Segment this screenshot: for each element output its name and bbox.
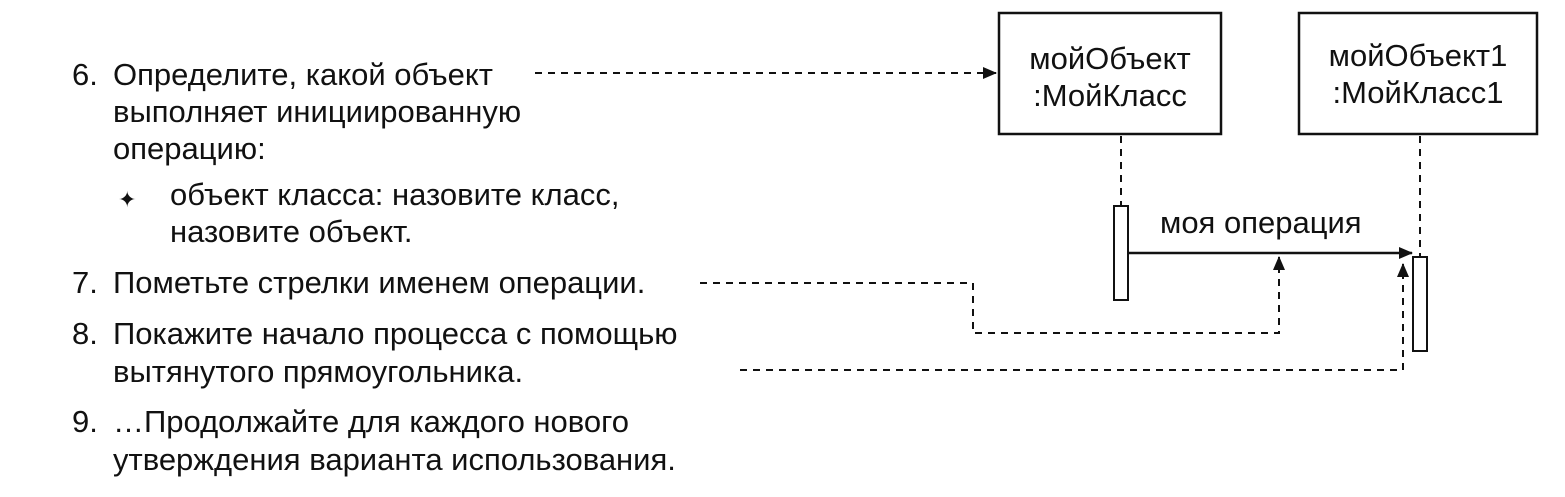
- step-8-line-1: Покажите начало процесса с помощью: [113, 316, 678, 351]
- step-7-number: 7.: [72, 265, 98, 300]
- pointer-step7-to-message: [700, 256, 1285, 334]
- object-box-2: [1297, 11, 1539, 136]
- step-9-line-1: …Продолжайте для каждого нового: [113, 404, 630, 439]
- step-6-number: 6.: [72, 57, 98, 92]
- step-6-line-3: операцию:: [113, 131, 266, 166]
- sub-item-line-1: объект класса: назовите класс,: [170, 177, 620, 212]
- sub-item-line-2: назовите объект.: [170, 214, 413, 249]
- step-9-line-2: утверждения варианта использования.: [113, 442, 676, 477]
- step-8-number: 8.: [72, 316, 98, 351]
- object-2-class: :МойКласс1: [1332, 75, 1504, 110]
- object-1-name: мойОбъект: [1029, 41, 1191, 76]
- pointer-step8-to-activation: [740, 263, 1409, 371]
- activation-bar-2: [1412, 256, 1428, 352]
- object-2-name: мойОбъект1: [1328, 38, 1508, 73]
- sub-item-bullet: ✦: [118, 187, 137, 212]
- step-9-number: 9.: [72, 404, 98, 439]
- step-7-line-1: Пометьте стрелки именем операции.: [113, 265, 646, 300]
- step-6-line-1: Определите, какой объект: [113, 57, 493, 92]
- activation-bar-1: [1113, 205, 1129, 301]
- object-1-class: :МойКласс: [1033, 78, 1187, 113]
- object-box-1: [997, 11, 1223, 136]
- message-label: моя операция: [1160, 205, 1362, 240]
- step-8-line-2: вытянутого прямоугольника.: [113, 354, 524, 389]
- step-6-line-2: выполняет инициированную: [113, 94, 522, 129]
